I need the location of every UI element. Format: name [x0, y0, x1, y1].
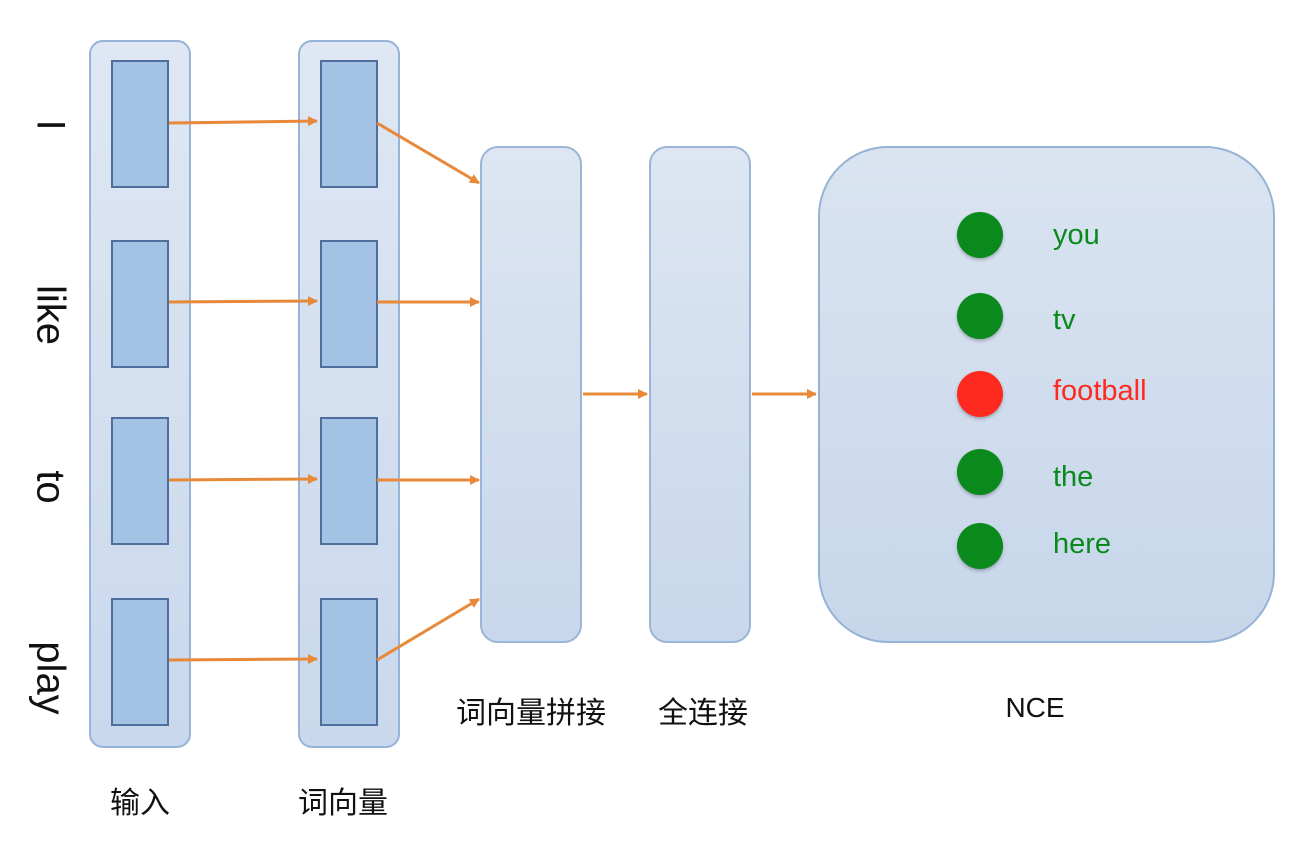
- caption-embedding: 词向量: [298, 786, 388, 821]
- input-word-like: like: [28, 284, 73, 346]
- arrow-input-to-embedding: [168, 654, 318, 665]
- embedding-column: [298, 40, 400, 748]
- input-column: [89, 40, 191, 748]
- input-word-to: to: [28, 470, 73, 504]
- arrow-input-to-embedding: [168, 296, 318, 307]
- caption-fully-connected: 全连接: [658, 696, 748, 731]
- positive-sample-dot: [957, 523, 1003, 569]
- positive-sample-dot: [957, 212, 1003, 258]
- input-cell: [111, 240, 169, 368]
- nce-word-the: the: [1053, 461, 1094, 493]
- nce-panel: [818, 146, 1275, 643]
- input-cell: [111, 60, 169, 188]
- input-word-play: play: [28, 641, 73, 715]
- target-word-dot: [957, 371, 1003, 417]
- caption-input: 输入: [110, 786, 170, 821]
- arrow-input-to-embedding: [168, 474, 318, 485]
- input-cell: [111, 598, 169, 726]
- embedding-cell: [320, 598, 378, 726]
- embedding-cell: [320, 240, 378, 368]
- input-word-i: I: [28, 119, 73, 131]
- nce-word-here: here: [1053, 528, 1112, 560]
- nce-word-you: you: [1053, 219, 1100, 251]
- arrow-input-to-embedding: [168, 116, 318, 127]
- nce-word-football: football: [1053, 375, 1147, 407]
- input-cell: [111, 417, 169, 545]
- fully-connected-block: [649, 146, 751, 643]
- embedding-cell: [320, 417, 378, 545]
- nce-word-tv: tv: [1053, 304, 1076, 336]
- embedding-cell: [320, 60, 378, 188]
- caption-nce: NCE: [1005, 692, 1065, 723]
- concat-block: [480, 146, 582, 643]
- caption-concat: 词向量拼接: [456, 696, 606, 731]
- positive-sample-dot: [957, 449, 1003, 495]
- positive-sample-dot: [957, 293, 1003, 339]
